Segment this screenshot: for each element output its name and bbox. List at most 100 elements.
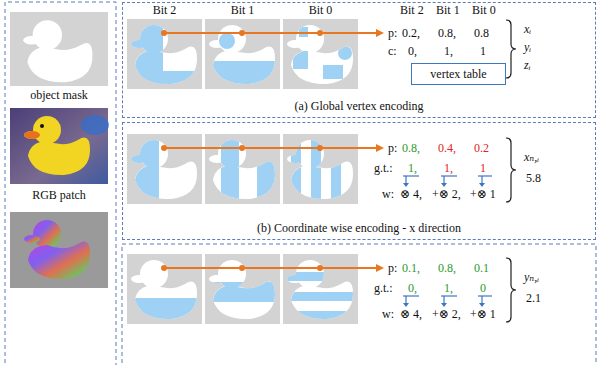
coordinate-value: 2.1	[526, 291, 541, 305]
bit-mask	[219, 33, 235, 49]
bit-mask	[283, 272, 358, 320]
image-caption: RGB patch	[32, 188, 86, 202]
row-key: c:	[388, 44, 397, 58]
panel-frame: (b) Coordinate wise encoding - x directi…	[122, 122, 596, 240]
rgb-patch-image	[40, 124, 44, 128]
bit-mask	[311, 134, 321, 204]
row-key: p:	[388, 141, 397, 155]
brace	[506, 20, 516, 322]
ground-truth-value: 0,	[408, 281, 417, 295]
weight-term: +⊗ 1	[470, 187, 496, 201]
row-key: w:	[382, 187, 394, 201]
bit-title: Bit 2	[153, 3, 177, 17]
probability-value: 0.2,	[402, 26, 420, 40]
bit-mask	[205, 61, 280, 89]
row-key: p:	[388, 26, 397, 40]
weight-term: +⊗ 2,	[432, 187, 461, 201]
pixel-arrow	[239, 30, 245, 36]
pixel-arrow	[161, 29, 384, 37]
coordinate-map-image	[10, 212, 108, 288]
bit-mask	[293, 27, 352, 79]
weight-arrow	[403, 176, 492, 187]
weight-term: ⊗ 4,	[400, 307, 422, 321]
bit-mask	[283, 134, 358, 204]
bit-mask	[205, 19, 280, 89]
code-value: 1,	[444, 44, 453, 58]
weight-term: ⊗ 4,	[400, 187, 422, 201]
dashed-frame	[5, 2, 116, 365]
bit-mask	[127, 254, 202, 324]
coordinate-symbol: xₙ,ᵢ	[524, 150, 539, 164]
bit-mask	[283, 254, 358, 324]
bit-mask	[283, 134, 358, 204]
pixel-arrow	[164, 267, 376, 269]
row-key: g.t.:	[374, 281, 393, 295]
probability-value: 0.4,	[438, 141, 456, 155]
bit-mask	[127, 134, 159, 204]
object-mask-image	[23, 20, 92, 82]
pixel-arrow	[164, 147, 376, 149]
row-key: g.t.:	[374, 161, 393, 175]
bit-mask	[331, 134, 341, 204]
coordinate-symbol: yₙ,ᵢ	[524, 270, 539, 284]
probability-value: 0.1,	[402, 261, 420, 275]
pixel-arrow	[376, 29, 384, 37]
bit-title: Bit 0	[309, 3, 333, 17]
ground-truth-value: 1	[480, 161, 486, 175]
brace	[506, 20, 516, 78]
brace	[506, 258, 516, 322]
bit-mask	[283, 272, 358, 281]
box-label: vertex table	[412, 64, 505, 84]
panel-caption: (a) Global vertex encoding	[123, 99, 595, 113]
coordinate-symbol: zᵢ	[524, 58, 531, 72]
weight-arrow	[481, 176, 482, 183]
coordinate-symbol: xᵢ	[524, 22, 531, 36]
ground-truth-value: 0	[480, 281, 486, 295]
weight-arrow	[403, 303, 409, 307]
pixel-arrow	[317, 265, 323, 271]
bit-title: Bit 1	[231, 3, 255, 17]
coordinate-map-image	[24, 220, 90, 279]
brace	[506, 138, 516, 202]
probability-value: 0.8,	[438, 26, 456, 40]
weight-arrow	[443, 296, 444, 303]
bit-mask	[205, 282, 280, 302]
bit-mask	[127, 134, 202, 204]
bit-mask	[283, 19, 358, 89]
bit-mask	[205, 33, 280, 89]
bit-mask	[221, 134, 280, 204]
bit-mask	[127, 19, 202, 89]
bit-mask	[323, 65, 343, 79]
ground-truth-value: 1,	[444, 161, 453, 175]
probability-value: 0.2	[474, 141, 489, 155]
object-mask-image	[10, 12, 108, 86]
code-value: 0,	[408, 44, 417, 58]
pixel-arrow	[317, 145, 323, 151]
bit-mask	[338, 46, 352, 60]
rgb-patch-image	[10, 108, 109, 184]
bit-mask	[283, 254, 358, 324]
panel-caption: (b) Coordinate wise encoding - x directi…	[123, 221, 595, 235]
weight-arrow	[441, 183, 447, 187]
bit-mask	[283, 292, 358, 301]
weight-arrow	[479, 183, 485, 187]
bit-mask	[127, 19, 202, 89]
weight-arrow	[405, 176, 406, 183]
weight-arrow	[478, 295, 492, 296]
bit-title: Bit 0	[472, 3, 496, 17]
bit-title: Bit 1	[436, 3, 460, 17]
weight-term: +⊗ 1	[470, 307, 496, 321]
weight-arrow	[479, 303, 485, 307]
bit-mask	[127, 254, 202, 324]
weight-arrow	[478, 175, 492, 176]
bit-mask	[205, 134, 280, 204]
rgb-patch-image	[10, 108, 108, 184]
bit-mask	[257, 134, 280, 204]
weight-arrow	[481, 296, 482, 303]
pixel-arrow	[161, 264, 384, 272]
coordinate-map-image	[10, 212, 108, 288]
rgb-patch-image	[81, 115, 109, 135]
pixel-arrow	[239, 145, 245, 151]
pixel-arrow	[161, 265, 167, 271]
bit-title: Bit 2	[400, 3, 424, 17]
